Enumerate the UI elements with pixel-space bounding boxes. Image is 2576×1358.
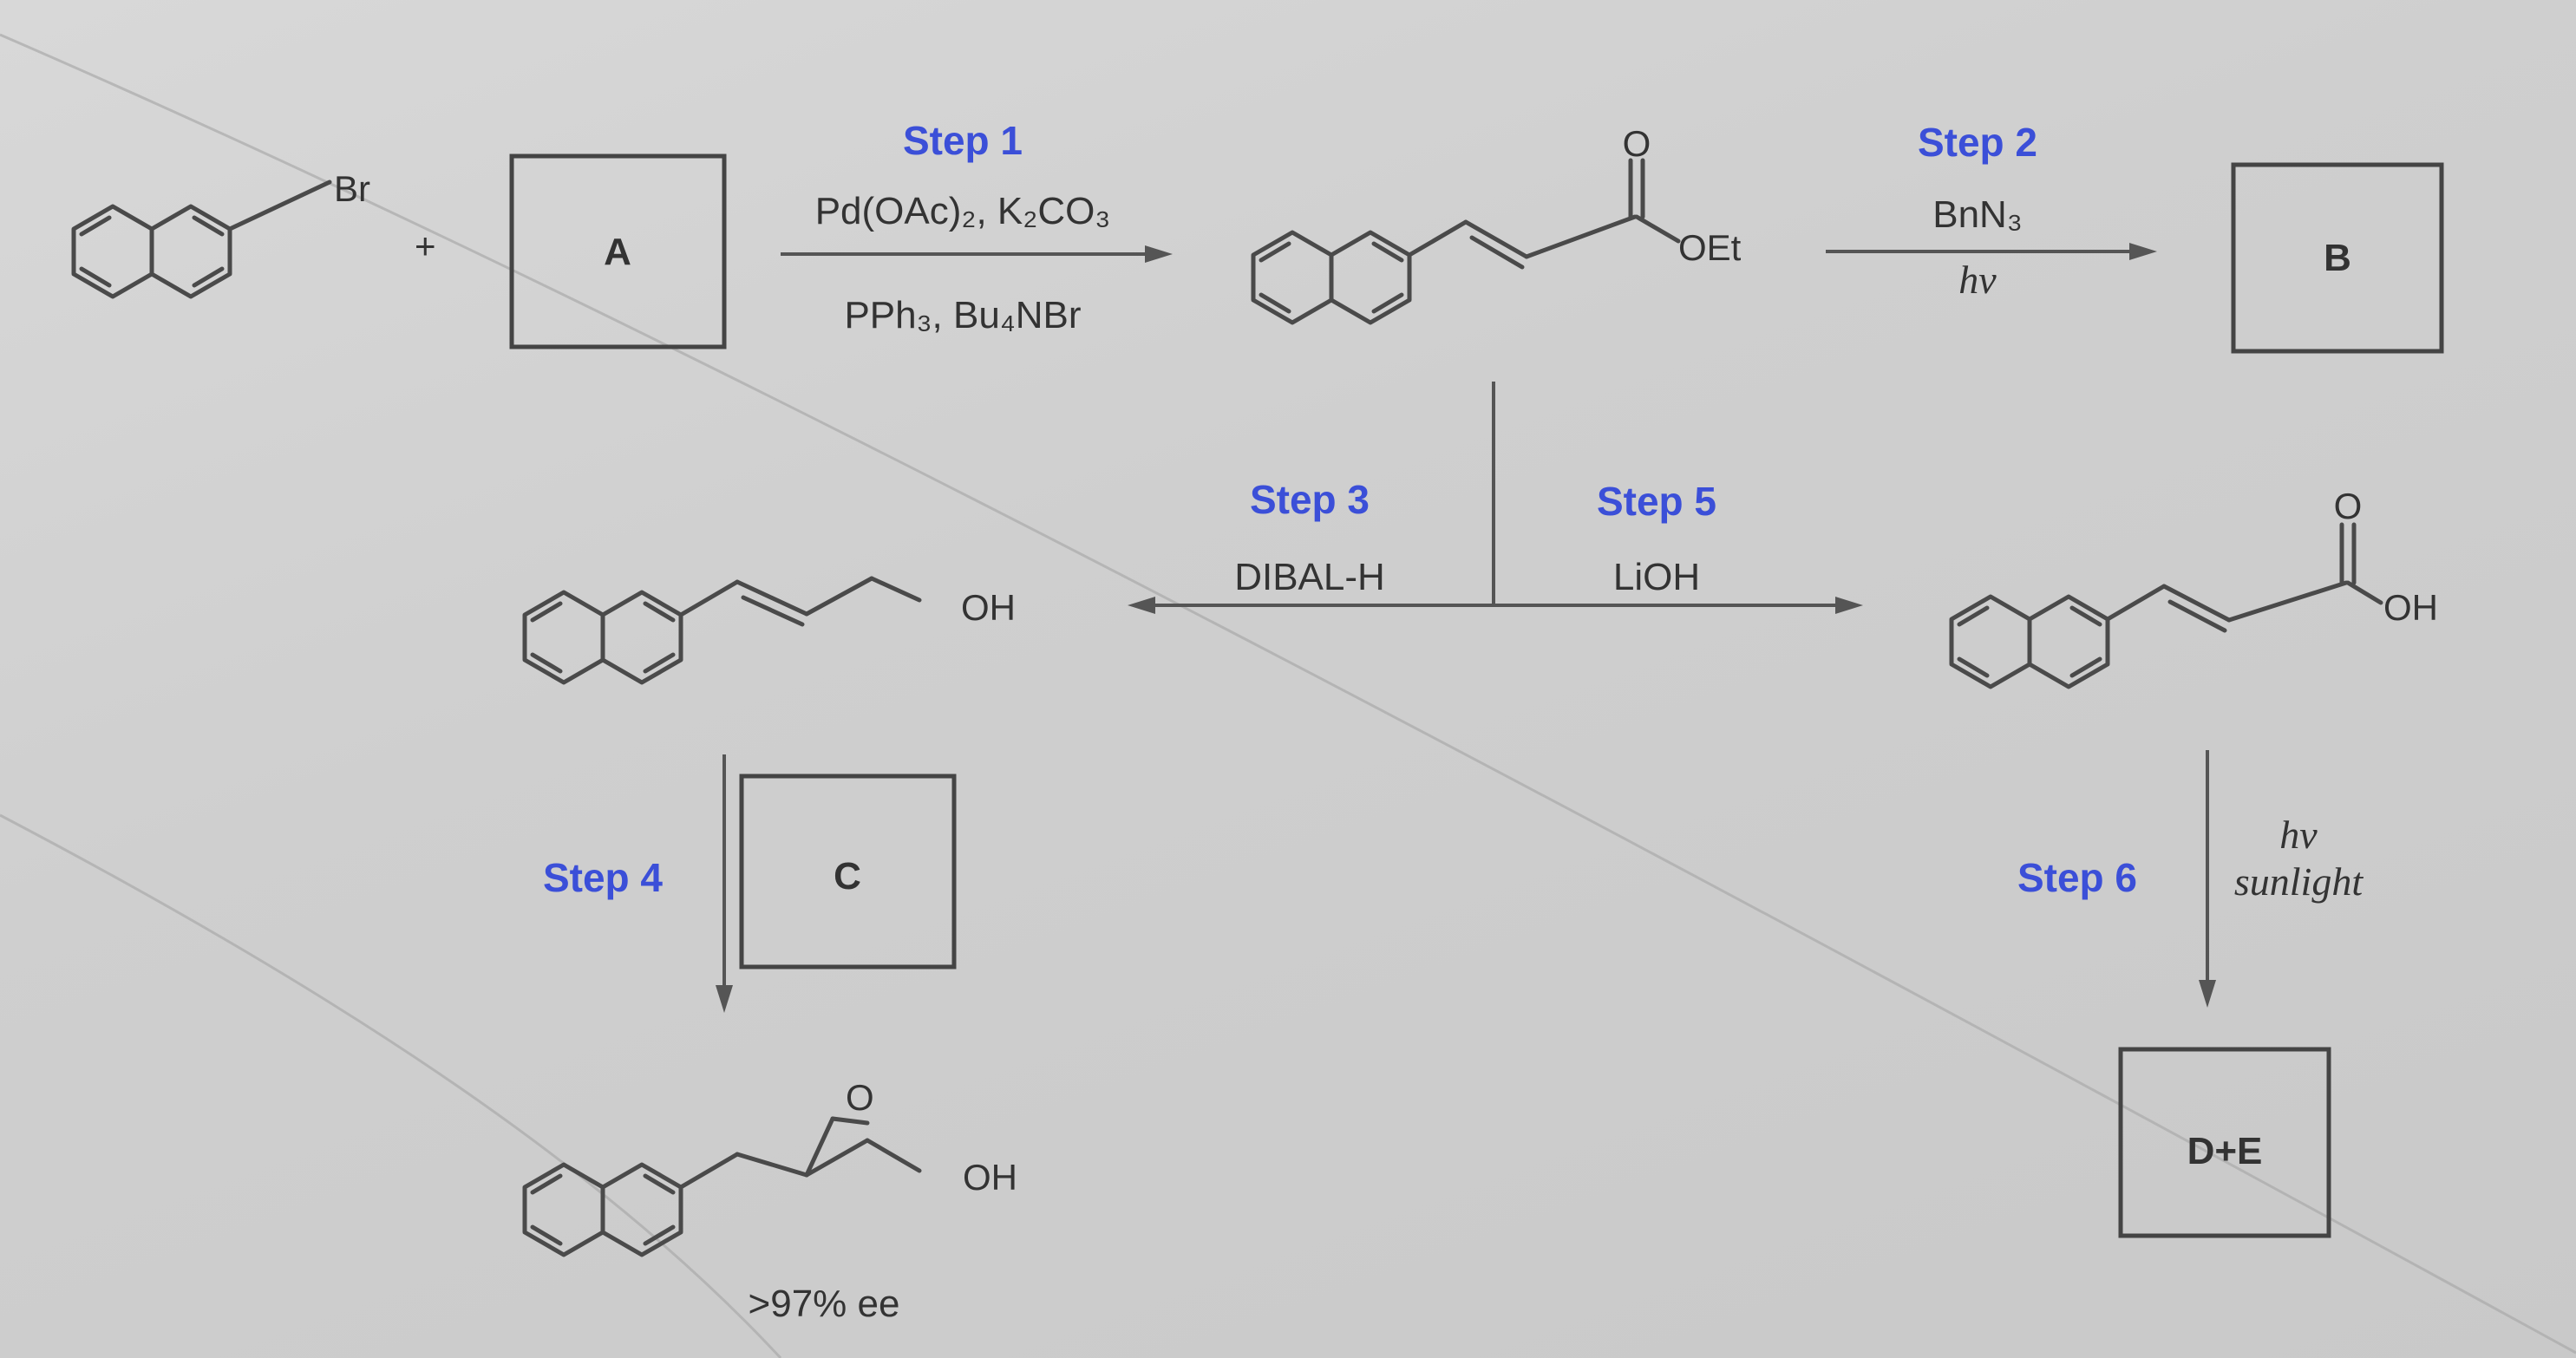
step6-title: Step 6 [2017, 855, 2137, 900]
bromine-label: Br [334, 168, 370, 209]
step2-arrow: Step 2 BnN₃ hν [1826, 120, 2157, 302]
glare-line [0, 813, 782, 1358]
ethyl-naphthylacrylate: O OEt [1253, 123, 1742, 323]
box-b: B [2231, 162, 2444, 354]
step1-reagents-above: Pd(OAc)₂, K₂CO₃ [815, 190, 1111, 232]
acid-oh-label: OH [2383, 587, 2438, 628]
step4-arrow: Step 4 [543, 754, 733, 1013]
acid-carbonyl-o: O [2334, 486, 2363, 526]
bromonaphthalene: Br [74, 168, 370, 297]
allyl-oh-label: OH [961, 587, 1016, 628]
box-de: D+E [2118, 1047, 2331, 1238]
step6-condition-hv: hν [2279, 813, 2318, 857]
box-a: A [509, 153, 727, 349]
glare-line [0, 33, 2576, 1355]
step1-title: Step 1 [903, 118, 1023, 163]
step2-condition: hν [1958, 258, 1997, 302]
box-c: C [739, 774, 957, 970]
ester-carbonyl-o: O [1623, 123, 1651, 164]
step3-title: Step 3 [1250, 477, 1370, 522]
box-a-label: A [604, 231, 631, 273]
branch-arrows: Step 3 DIBAL-H Step 5 LiOH [1128, 382, 1863, 614]
step5-title: Step 5 [1597, 479, 1716, 524]
box-b-label: B [2324, 237, 2351, 279]
epoxy-oh-label: OH [963, 1157, 1017, 1198]
step1-reagents-below: PPh₃, Bu₄NBr [844, 294, 1081, 336]
ester-oet-label: OEt [1678, 227, 1742, 268]
step3-reagent: DIBAL-H [1234, 556, 1385, 598]
step2-reagent: BnN₃ [1932, 193, 2023, 236]
step4-title: Step 4 [543, 855, 663, 900]
naphthylacrylic-acid: O OH [1952, 486, 2438, 687]
ee-label: >97% ee [749, 1283, 900, 1325]
plus-sign: + [415, 225, 436, 266]
step6-condition-sunlight: sunlight [2234, 859, 2364, 904]
step1-arrow: Step 1 Pd(OAc)₂, K₂CO₃ PPh₃, Bu₄NBr [781, 118, 1173, 336]
box-de-label: D+E [2187, 1130, 2263, 1172]
allylic-alcohol: OH [525, 576, 1016, 682]
box-c-label: C [834, 855, 861, 898]
step5-reagent: LiOH [1613, 556, 1700, 598]
step6-arrow: Step 6 hν sunlight [2017, 750, 2364, 1008]
step2-title: Step 2 [1918, 120, 2037, 165]
epoxide-o-label: O [846, 1077, 874, 1118]
epoxy-alcohol: O OH >97% ee [525, 1077, 1017, 1325]
